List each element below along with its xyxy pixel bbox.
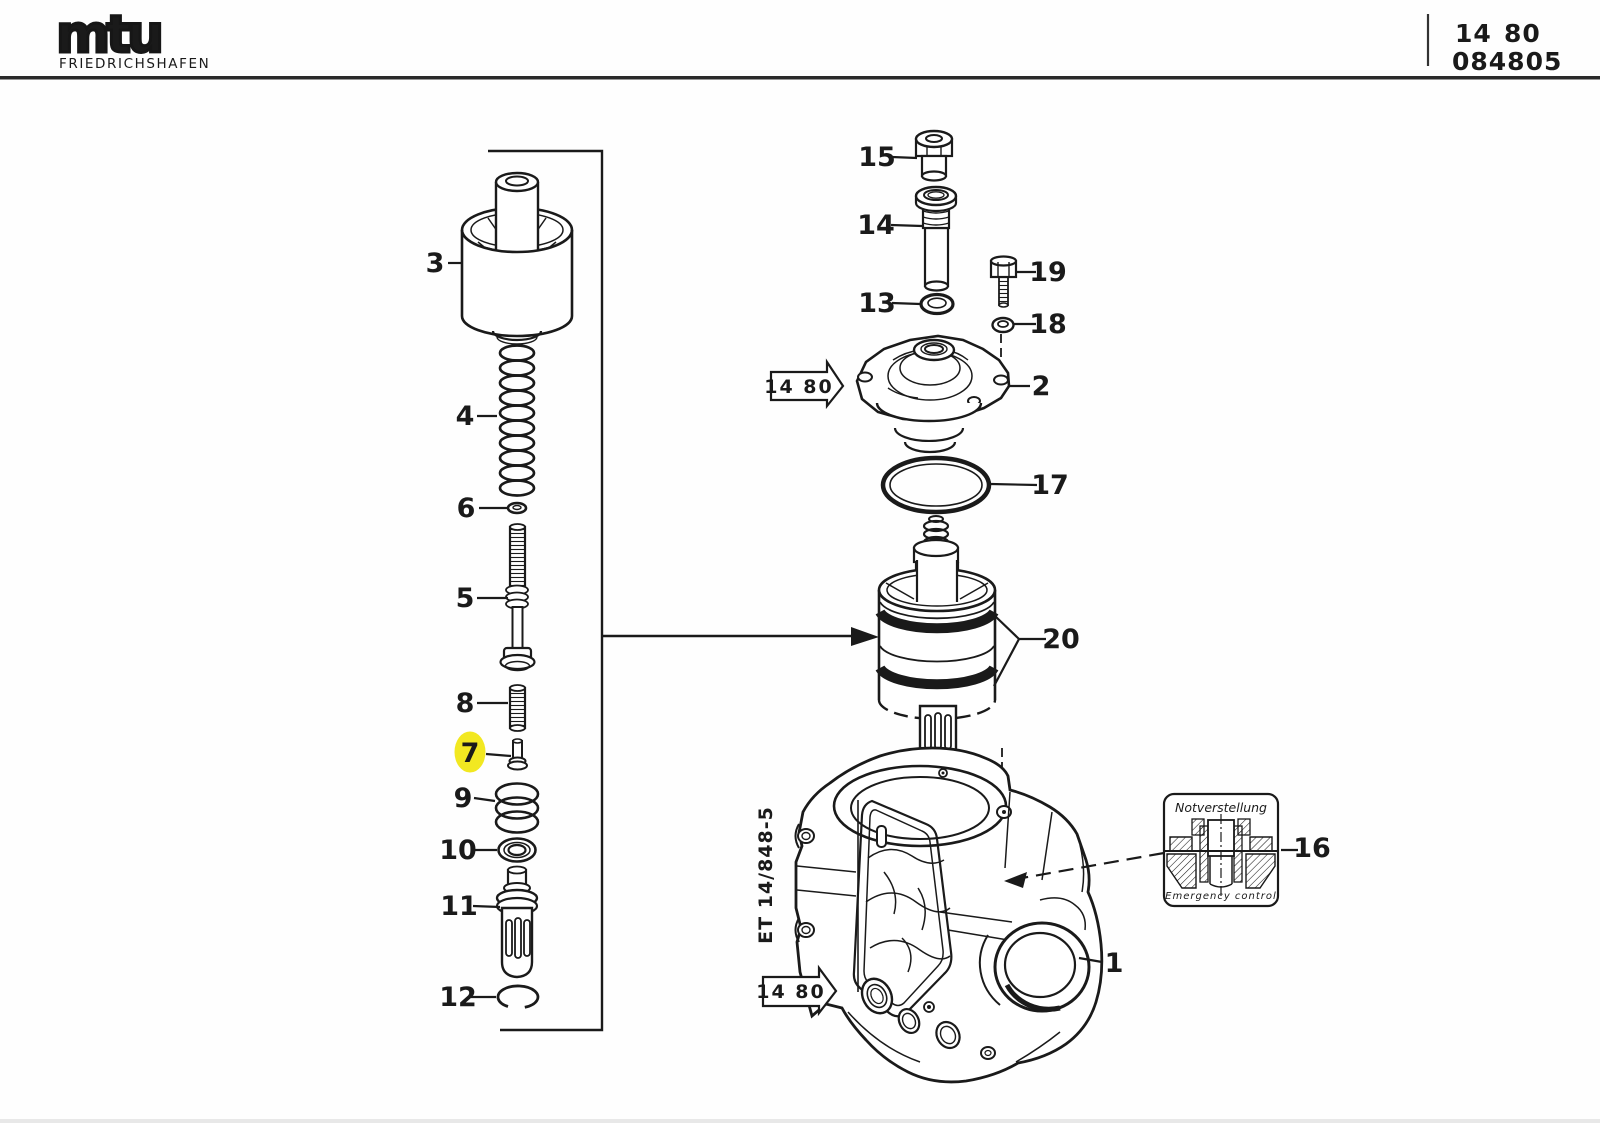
callout-12: 12 — [439, 982, 477, 1013]
brand-subtitle: FRIEDRICHSHAFEN — [59, 56, 210, 72]
part-19-hex-bolt — [989, 255, 1018, 308]
part-1-governor-housing — [794, 746, 1104, 1084]
part-17-o-ring-large — [880, 455, 992, 515]
callout-8: 8 — [456, 688, 475, 719]
callout-10: 10 — [439, 835, 477, 866]
callout-5: 5 — [456, 583, 475, 614]
emergency-control-title-de: Notverstellung — [1175, 800, 1267, 815]
callout-17: 17 — [1031, 470, 1069, 501]
callout-2: 2 — [1032, 371, 1051, 402]
assembly-arrow — [851, 627, 879, 646]
emergency-control-pointer — [1004, 851, 1165, 888]
callout-19: 19 — [1029, 257, 1067, 288]
leader-lines — [448, 155, 1298, 999]
part-20-flyweight-assembly — [875, 515, 999, 761]
callout-labels: 3 4 6 5 8 7 9 10 11 12 15 14 13 19 18 2 … — [426, 142, 1331, 1013]
callout-14: 14 — [857, 210, 895, 241]
part-9-wave-spring — [494, 782, 540, 834]
part-6-o-ring — [506, 501, 528, 515]
brand-logo: mtu — [56, 5, 160, 65]
part-7-pin — [507, 738, 528, 771]
callout-7-highlight — [454, 731, 486, 773]
callout-1: 1 — [1105, 948, 1124, 979]
page-header: mtu FRIEDRICHSHAFEN 14 80 084805 — [0, 4, 1600, 80]
part-10-seal-washer — [497, 837, 537, 863]
header-document-number: 084805 — [1452, 47, 1562, 76]
part-12-snap-ring — [496, 984, 540, 1009]
callout-6: 6 — [457, 493, 476, 524]
drawing-reference: ET 14/848-5 — [755, 806, 777, 944]
reference-flag-upper-label: 14 80 — [764, 376, 834, 398]
part-16-emergency-control-box: Notverstellung Emergency control — [1162, 792, 1280, 908]
part-5-pilot-valve — [499, 523, 536, 672]
reference-flag-upper: 14 80 — [764, 358, 845, 410]
header-subgroup-code: 80 — [1504, 19, 1541, 48]
part-15-cap-nut — [914, 129, 954, 182]
callout-16: 16 — [1293, 833, 1331, 864]
reference-flag-lower: 14 80 — [756, 964, 838, 1017]
header-rule — [0, 76, 1600, 80]
part-8-threaded-pin — [508, 684, 527, 732]
callout-15: 15 — [858, 142, 896, 173]
emergency-control-title-en: Emergency control — [1165, 891, 1277, 902]
callout-11: 11 — [440, 891, 478, 922]
callout-3: 3 — [426, 248, 445, 279]
callout-9: 9 — [454, 783, 473, 814]
reference-flag-lower-label: 14 80 — [756, 981, 826, 1003]
callout-7: 7 — [461, 738, 480, 769]
callout-20: 20 — [1042, 624, 1080, 655]
part-3-flyweight-cup — [460, 171, 574, 345]
part-4-spring — [498, 344, 536, 497]
part-11-control-piston — [495, 865, 539, 979]
part-2-governor-cover — [855, 334, 1011, 454]
assembly-bracket — [488, 149, 879, 1032]
part-13-seal-ring — [919, 292, 955, 316]
part-14-sleeve-screw — [914, 185, 958, 292]
callout-13: 13 — [858, 288, 896, 319]
header-group-code: 14 — [1455, 19, 1492, 48]
callout-18: 18 — [1029, 309, 1067, 340]
part-18-washer — [991, 316, 1015, 334]
callout-4: 4 — [456, 401, 475, 432]
